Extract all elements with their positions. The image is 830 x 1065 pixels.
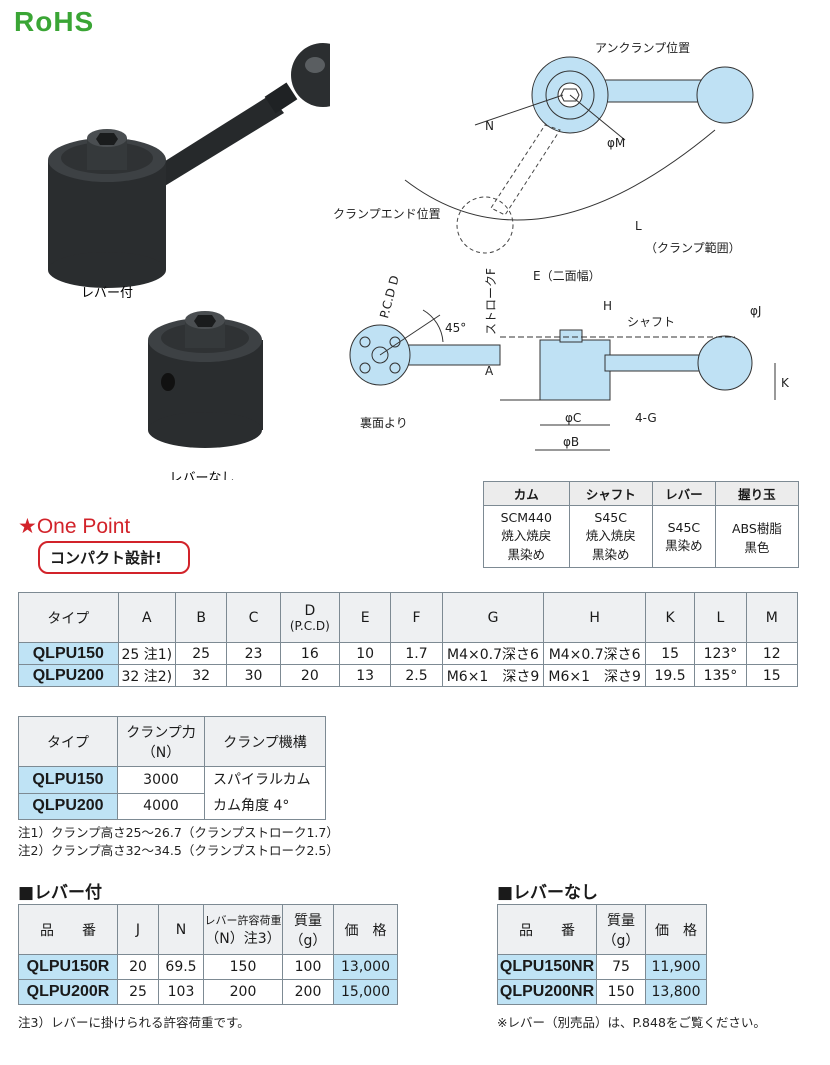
clamp-header-mechanism: クランプ機構 [204,716,326,767]
clamp-note-2: 注2）クランプ高さ32～34.5（クランプストローク2.5） [18,843,339,858]
technical-diagram: アンクランプ位置 N φM クランプエンド位置 L （クランプ範囲） P.C.D… [333,40,790,451]
photo-nolever-clamp [148,311,263,448]
spec-header-b: B [174,592,228,643]
label-n: N [485,119,494,133]
mat-header-ball: 握り玉 [714,481,800,506]
lever-header-j: J [117,904,159,955]
label-stroke-f: ストロークF [484,268,498,335]
lever-table: 品 番 J N レバー許容荷重（N）注3） 質量（g） 価 格 QLPU150R… [18,904,398,1005]
spec-header-c: C [226,592,281,643]
spec-header-h: H [543,592,646,643]
label-pcd-d: P.C.D D [377,274,402,320]
top-view [404,56,754,254]
label-e-width: E（二面幅） [533,268,601,283]
spec-header-l: L [694,592,747,643]
label-unclamp-position: アンクランプ位置 [595,40,690,55]
label-phi-b: φB [563,435,579,449]
lever-header-mass: 質量（g） [282,904,334,955]
lever-note: 注3）レバーに掛けられる許容荷重です。 [18,1015,250,1030]
label-phi-j: φJ [750,304,761,318]
onepoint-text: コンパクト設計! [38,541,190,574]
label-l: L [635,219,642,233]
label-angle-45: 45° [445,321,466,335]
label-phi-c: φC [565,411,581,425]
spec-header-d: D(P.C.D) [279,592,341,643]
clamp-header-type: タイプ [18,716,118,767]
lever-header-price: 価 格 [333,904,398,955]
nolever-note: ※レバー（別売品）は、P.848をご覧ください。 [497,1015,766,1030]
spec-header-m: M [745,592,799,643]
nolever-header-part: 品 番 [497,904,597,955]
one-point-callout: ★One Point コンパクト設計! [18,514,190,574]
spec-header-f: F [390,592,443,643]
label-back-view: 裏面より [360,415,408,430]
nolever-header-mass: 質量（g） [596,904,646,955]
clamp-header-force: クランプ力（N） [117,716,205,767]
spec-header-k: K [644,592,696,643]
lever-header-load: レバー許容荷重（N）注3） [203,904,283,955]
spec-table: タイプ A B C D(P.C.D) E F G H K L M QLPU150… [18,592,799,687]
spec-header-a: A [117,592,176,643]
clamp-note-1: 注1）クランプ高さ25～26.7（クランプストローク1.7） [18,825,339,840]
spec-header-type: タイプ [18,592,119,643]
nolever-header-price: 価 格 [645,904,707,955]
mat-header-shaft: シャフト [568,481,653,506]
lever-photo-label: レバー付 [81,286,133,301]
label-shaft: シャフト [627,315,675,329]
label-phi-m: φM [607,136,625,150]
mat-header-lever: レバー [651,481,716,506]
mat-ball: ABS樹脂黒色 [714,505,800,568]
onepoint-title: One Point [36,515,131,538]
lever-section-title: ■レバー付 [18,883,103,903]
nolever-section-title: ■レバーなし [497,883,599,903]
mat-header-cam: カム [483,481,570,506]
spec-header-g: G [441,592,545,643]
star-icon: ★ [18,515,37,538]
photo-lever-clamp [48,43,330,288]
bottom-view [349,309,501,386]
label-clamp-end-position: クランプエンド位置 [333,206,441,221]
lever-header-n: N [158,904,204,955]
spec-header-e: E [339,592,392,643]
product-photos: レバー付 レバーなし [48,43,330,480]
label-a: A [485,364,494,378]
label-clamp-range: （クランプ範囲） [645,240,741,255]
rohs-logo: RoHS [14,6,95,37]
side-view [500,329,776,451]
label-k: K [781,376,790,390]
lever-header-part: 品 番 [18,904,118,955]
label-h: H [603,299,612,313]
label-4g: 4-G [635,411,657,425]
nolever-photo-label: レバーなし [169,471,234,480]
